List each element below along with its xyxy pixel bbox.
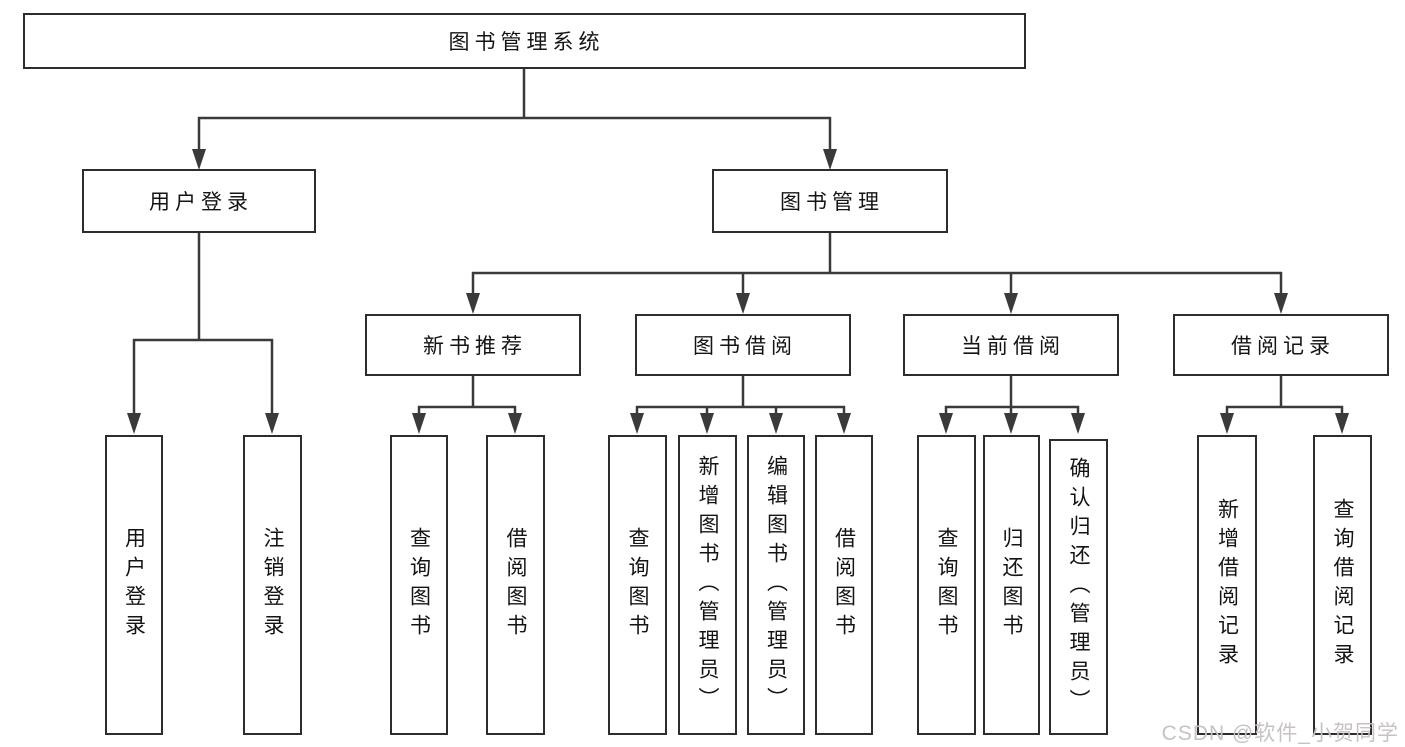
leaf-query-books-borrow: 查询图书 — [608, 435, 667, 735]
node-current-borrowing: 当前借阅 — [903, 314, 1119, 376]
leaf-add-book-admin: 新增图书（管理员） — [678, 435, 737, 735]
node-label: 图书管理系统 — [448, 31, 605, 54]
leaf-label: 查询图书 — [626, 527, 649, 643]
leaf-query-books-current: 查询图书 — [917, 435, 976, 735]
leaf-label: 查询借阅记录 — [1331, 498, 1354, 672]
leaf-add-borrow-record: 新增借阅记录 — [1197, 435, 1257, 735]
node-label: 图书管理 — [780, 191, 884, 214]
node-label: 当前借阅 — [961, 335, 1065, 358]
leaf-label: 借阅图书 — [832, 527, 856, 643]
leaf-logout: 注销登录 — [243, 435, 302, 735]
leaf-label: 编辑图书（管理员） — [764, 454, 788, 716]
leaf-label: 新增借阅记录 — [1215, 498, 1239, 672]
node-label: 用户登录 — [149, 191, 253, 214]
leaf-label: 归还图书 — [1000, 527, 1023, 643]
node-book-management-branch: 图书管理 — [712, 169, 948, 233]
node-label: 图书借阅 — [693, 335, 797, 358]
node-label: 借阅记录 — [1231, 335, 1335, 358]
node-user-login-branch: 用户登录 — [82, 169, 316, 233]
leaf-label: 借阅图书 — [504, 527, 527, 643]
leaf-edit-book-admin: 编辑图书（管理员） — [747, 435, 805, 735]
leaf-label: 注销登录 — [261, 527, 284, 643]
leaf-label: 用户登录 — [122, 527, 146, 643]
leaf-label: 查询图书 — [407, 527, 431, 643]
leaf-label: 查询图书 — [935, 527, 958, 643]
leaf-label: 确认归还（管理员） — [1067, 456, 1090, 718]
csdn-watermark: CSDN @软件_小贺同学 — [1161, 722, 1399, 745]
leaf-query-books-newbooks: 查询图书 — [390, 435, 448, 735]
leaf-borrow-books: 借阅图书 — [815, 435, 873, 735]
node-borrowing-records: 借阅记录 — [1173, 314, 1389, 376]
leaf-query-borrow-record: 查询借阅记录 — [1313, 435, 1372, 735]
node-label: 新书推荐 — [423, 335, 527, 358]
node-book-borrowing: 图书借阅 — [635, 314, 851, 376]
leaf-borrow-books-newbooks: 借阅图书 — [486, 435, 545, 735]
node-root-system: 图书管理系统 — [23, 13, 1026, 69]
leaf-user-login: 用户登录 — [105, 435, 163, 735]
leaf-return-books: 归还图书 — [983, 435, 1040, 735]
leaf-confirm-return-admin: 确认归还（管理员） — [1049, 439, 1108, 735]
node-new-book-recommend: 新书推荐 — [365, 314, 581, 376]
leaf-label: 新增图书（管理员） — [696, 454, 719, 716]
